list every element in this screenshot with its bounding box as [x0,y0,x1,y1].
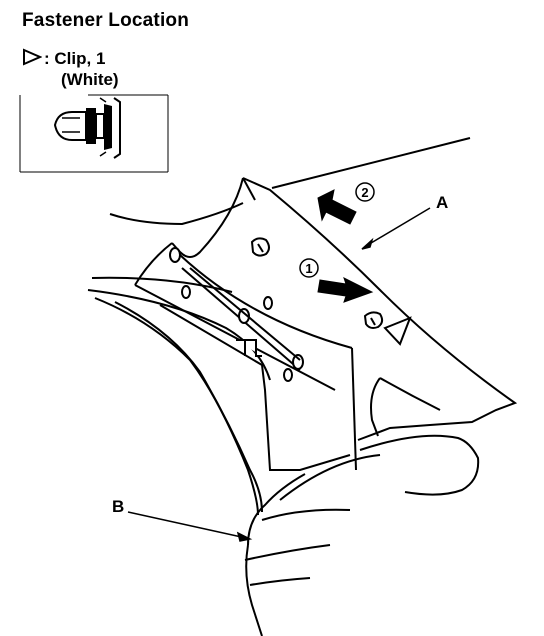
removal-arrows [317,189,374,303]
leader-lines [127,207,431,542]
trim-panel-a [134,177,518,636]
legend-clip-label: : Clip, 1 [22,48,105,71]
step1-number: 1 [305,261,312,276]
diagram-title: Fastener Location [22,10,190,31]
callout-a: A [436,193,448,212]
body-outline [87,137,471,516]
mounting-holes [169,247,304,382]
legend-clip-color: (White) [61,70,119,89]
clip-inset [19,94,169,173]
callout-b: B [112,497,124,516]
step2-number: 2 [361,185,368,200]
legend-clip-text: : Clip, 1 [44,48,106,68]
step2-arrow-icon [317,189,357,225]
clip-positions [250,237,412,346]
step1-arrow-icon [317,277,374,303]
triangle-marker-icon [22,48,43,71]
step-markers: 2 1 [299,182,375,278]
